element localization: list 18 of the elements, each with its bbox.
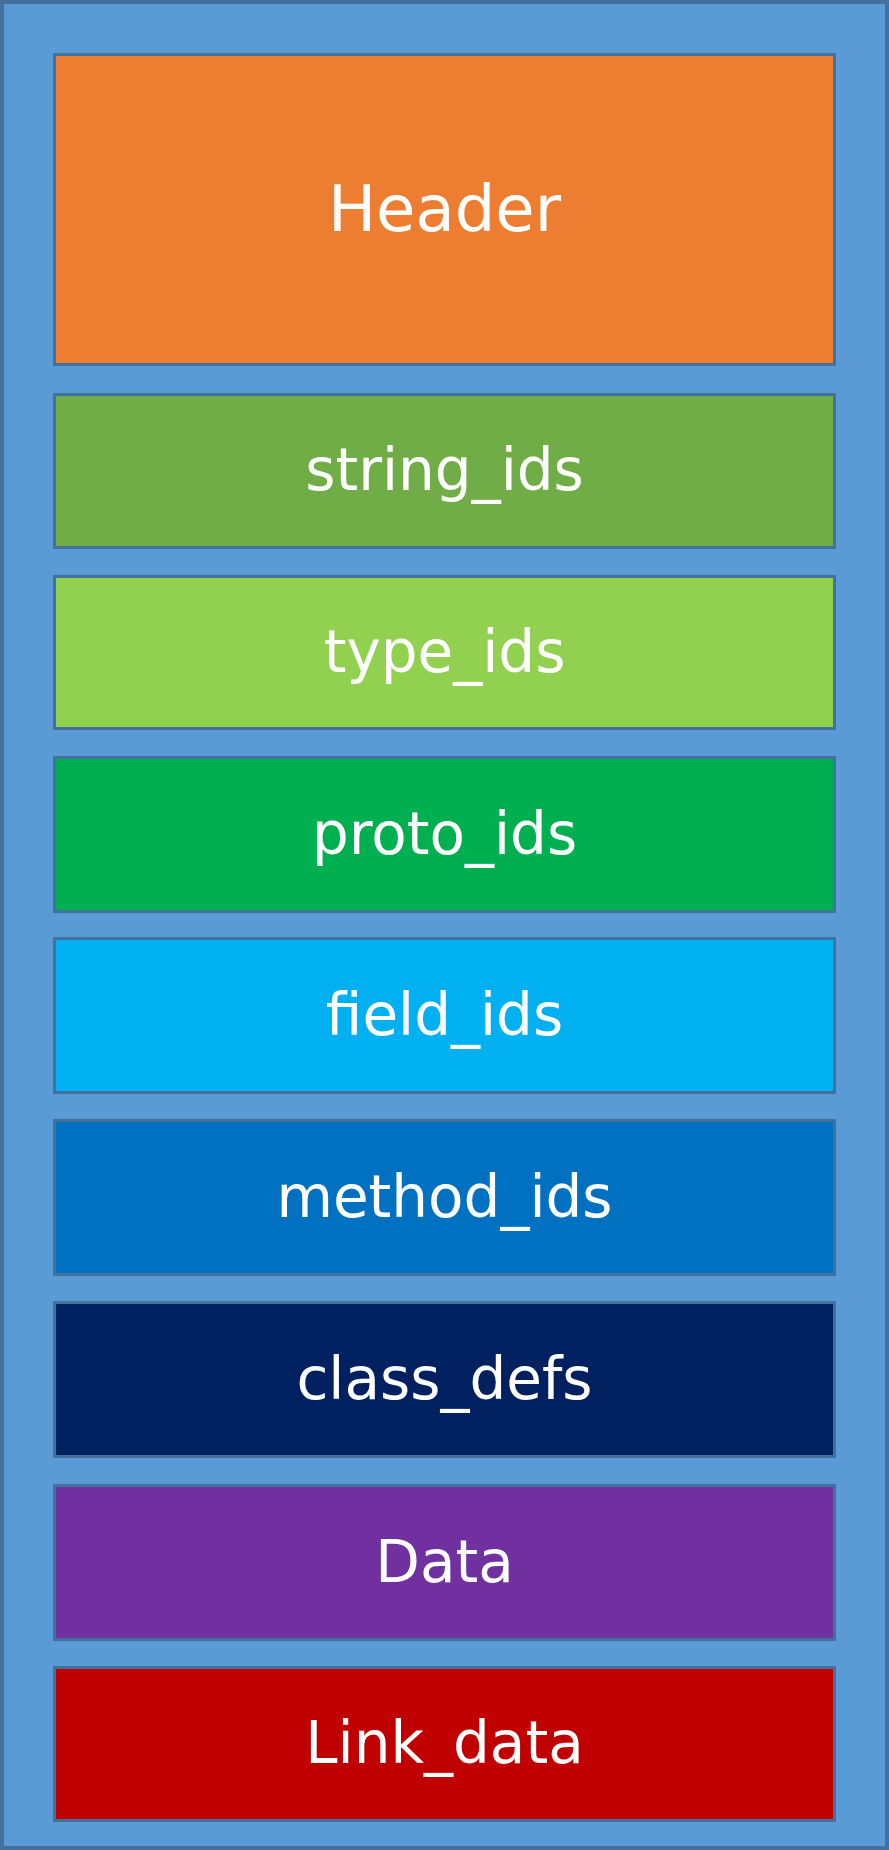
section-label: class_defs: [296, 1347, 593, 1412]
section-label: field_ids: [325, 983, 564, 1048]
section-box: [53, 1484, 836, 1641]
section-box: [53, 1301, 836, 1458]
section-box: [53, 1119, 836, 1276]
section-label: type_ids: [323, 620, 566, 685]
section-box: [53, 1666, 836, 1822]
section-label: Data: [375, 1530, 514, 1595]
section-label: string_ids: [305, 439, 584, 503]
section-box: [53, 575, 836, 730]
section-box: [53, 393, 836, 549]
section-box: [53, 53, 836, 366]
section-box: [53, 756, 836, 913]
section-box: [53, 937, 836, 1094]
section-label: proto_ids: [311, 802, 578, 867]
section-label: method_ids: [276, 1165, 613, 1230]
section-label: Header: [328, 174, 561, 245]
section-label: Link_data: [305, 1712, 584, 1776]
